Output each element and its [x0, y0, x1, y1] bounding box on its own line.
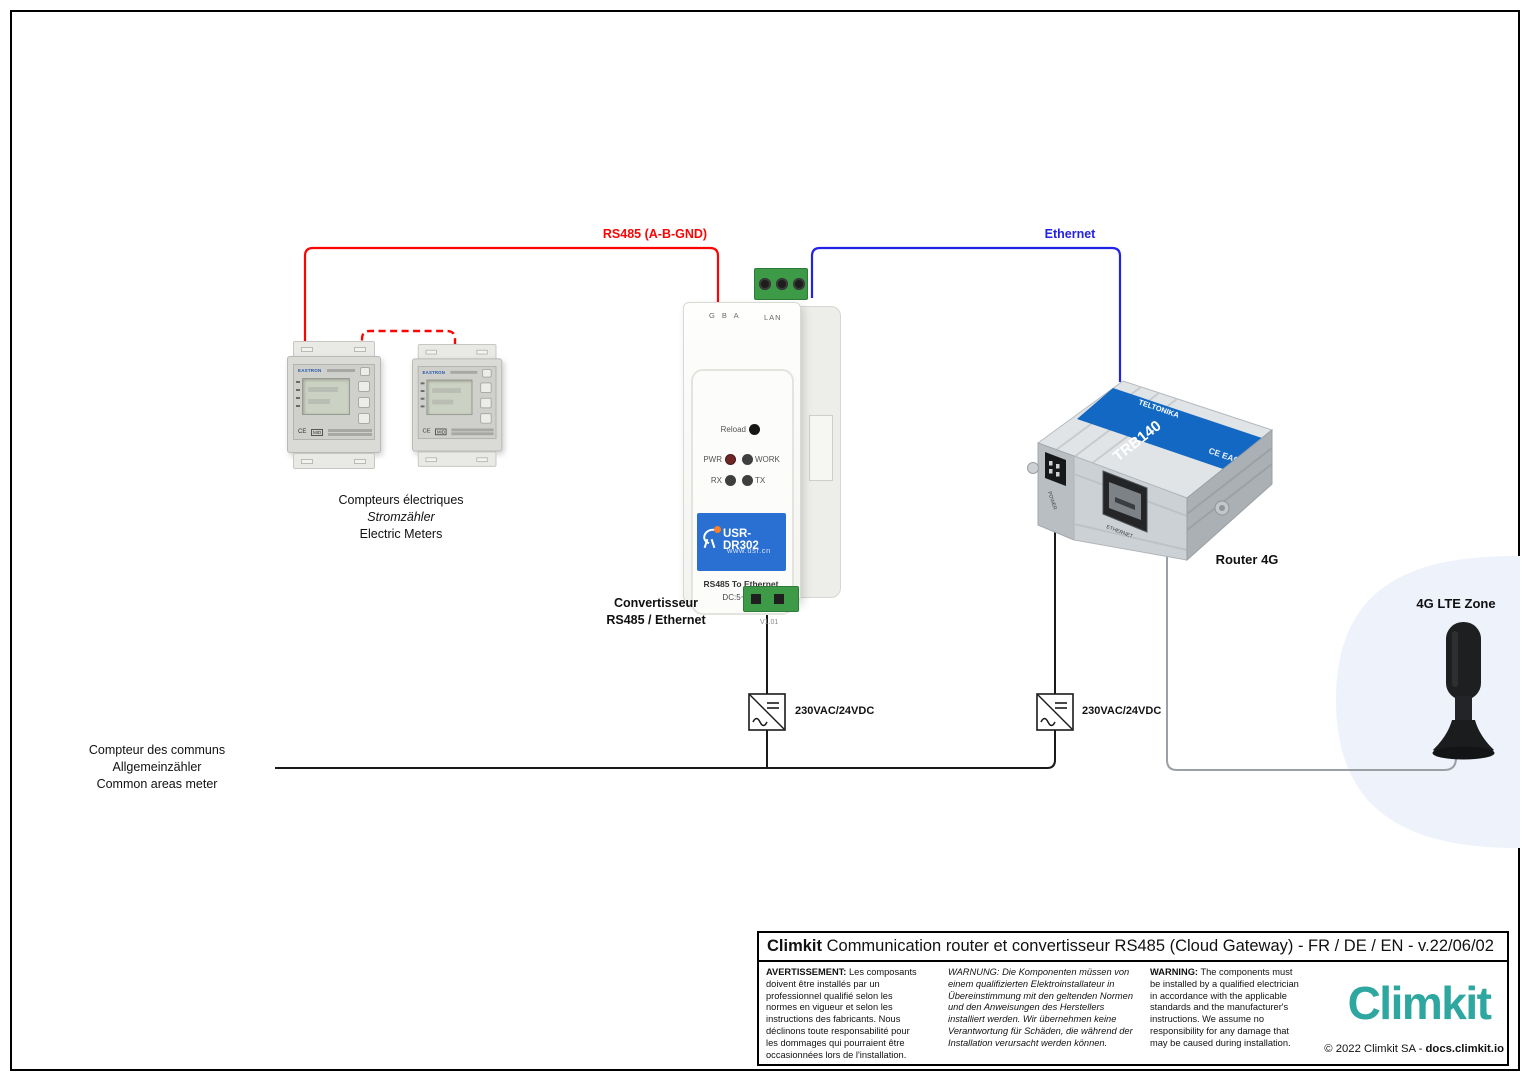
meter-din-clip-bottom [293, 453, 375, 469]
meter-lcd-display [426, 379, 473, 416]
title-bar: Climkit Communication router et converti… [757, 931, 1509, 962]
tx-led-label: TX [755, 476, 766, 485]
psu-symbol-converter [748, 693, 786, 731]
meter-mid-mark: MID [435, 428, 447, 436]
meter-body: EASTRON CE MID [412, 358, 503, 452]
meter-front-plate: EASTRON CE MID [293, 364, 375, 440]
router-power-common-line [275, 466, 1056, 769]
rs485-line [303, 246, 720, 345]
warning-en: WARNING: The components must be installe… [1150, 967, 1302, 1050]
router-caption: Router 4G [1215, 552, 1279, 567]
lte-zone-label: 4G LTE Zone [1416, 596, 1496, 611]
meter-body: EASTRON CE MID [287, 356, 381, 453]
meter-brand-label: EASTRON [298, 368, 322, 373]
converter-version-label: V1.01 [760, 619, 779, 626]
antenna-cable [1166, 552, 1457, 771]
router-right-face [1186, 428, 1273, 562]
copyright-prefix: © 2022 Climkit SA - [1324, 1043, 1426, 1055]
common-meter-note-fr: Compteur des communs [88, 743, 226, 757]
converter-front-panel [691, 369, 794, 615]
warning-de: WARNUNG: Die Komponenten müssen von eine… [948, 967, 1133, 1050]
copyright-site: docs.climkit.io [1425, 1043, 1504, 1055]
meters-caption-de: Stromzähler [367, 510, 435, 524]
psu-left-label: 230VAC/24VDC [795, 705, 875, 717]
warning-fr-body: Les composants doivent être installés pa… [766, 967, 917, 1060]
router-thumb-screw [1027, 462, 1039, 474]
meters-caption: Compteurs électriques Stromzähler Electr… [301, 492, 501, 543]
meter-button [360, 367, 370, 376]
warning-fr-lead: AVERTISSEMENT: [766, 967, 847, 977]
converter-caption: Convertisseur RS485 / Ethernet [556, 595, 756, 629]
converter-descr-label: RS485 To Ethernet [703, 579, 779, 589]
converter-bottom-terminal [743, 586, 799, 612]
warning-en-body: The components must be installed by a qu… [1150, 967, 1299, 1048]
warning-de-lead: WARNUNG: [948, 967, 1000, 977]
warning-de-body: Die Komponenten müssen von einem qualifi… [948, 967, 1133, 1048]
converter-body: G B A LAN Reload PWR WORK RX TX USR-DR30… [683, 302, 801, 626]
converter-lan-port-label: LAN [764, 313, 782, 322]
meter-button [358, 381, 370, 392]
ethernet-line-label: Ethernet [1044, 227, 1096, 241]
meter-button [482, 368, 492, 378]
ethernet-line [810, 246, 1122, 382]
meter-button [480, 413, 492, 424]
title-brand: Climkit [767, 937, 823, 955]
warning-box [757, 960, 1509, 1066]
psu-symbol-router [1036, 693, 1074, 731]
converter-caption-line1: Convertisseur [613, 596, 699, 610]
usr-logo-icon [700, 525, 723, 552]
converter-side-face [800, 306, 841, 598]
meter-ce-mark: CE [298, 429, 307, 435]
converter-site-label: www.usr.cn [727, 546, 771, 555]
rx-led-label: RX [710, 476, 722, 485]
tx-led [742, 475, 753, 486]
work-led-label: WORK [755, 455, 780, 464]
rx-led [725, 475, 736, 486]
psu-right-label: 230VAC/24VDC [1082, 705, 1162, 717]
antenna-4g [1432, 622, 1495, 760]
rs485-bus-link-line [360, 329, 457, 354]
meter-mid-mark: MID [311, 429, 324, 436]
meter-ce-mark: CE [422, 428, 431, 435]
usr-dr302-converter: G B A LAN Reload PWR WORK RX TX USR-DR30… [683, 266, 841, 626]
meter-button [358, 397, 370, 408]
warning-fr: AVERTISSEMENT: Les composants doivent êt… [766, 967, 921, 1061]
work-led [742, 454, 753, 465]
router-power-connector [1045, 452, 1066, 486]
common-meter-note-en: Common areas meter [96, 777, 218, 791]
meter-brand-label: EASTRON [422, 369, 446, 375]
reload-button [749, 424, 760, 435]
climkit-logo: Climkit [1347, 977, 1492, 1029]
router-brand-stripe [1077, 388, 1262, 470]
converter-brand-panel: USR-DR302 www.usr.cn [697, 513, 786, 571]
converter-voltage-label: DC:5~36V [722, 593, 760, 602]
converter-model-label: USR-DR302 [723, 528, 759, 552]
common-meter-note-de: Allgemeinzähler [112, 760, 202, 774]
meter-lcd-display [302, 378, 350, 415]
converter-side-sticker [809, 415, 833, 481]
meters-caption-fr: Compteurs électriques [338, 493, 464, 507]
meter-button [358, 413, 370, 424]
common-meter-note: Compteur des communs Allgemeinzähler Com… [57, 742, 257, 793]
converter-reload-label: Reload [720, 425, 746, 434]
pwr-led-label: PWR [703, 455, 722, 464]
meter-button [480, 397, 492, 409]
title-text: Communication router et convertisseur RS… [822, 937, 1494, 955]
meter-front-plate: EASTRON CE MID [417, 366, 497, 440]
electric-meter-1: EASTRON CE MID [287, 341, 381, 469]
copyright-line: © 2022 Climkit SA - docs.climkit.io [1296, 1043, 1504, 1055]
meter-din-clip-bottom [417, 451, 497, 467]
rs485-line-label: RS485 (A-B-GND) [602, 227, 708, 241]
pwr-led [725, 454, 736, 465]
converter-top-terminal [754, 268, 808, 300]
meter-button [480, 382, 492, 393]
converter-caption-line2: RS485 / Ethernet [606, 613, 706, 627]
router-power-port-label: POWER [1046, 491, 1058, 511]
converter-gba-port-label: G B A [709, 311, 739, 320]
meters-caption-en: Electric Meters [359, 527, 443, 541]
router-4g-device: TELTONIKA TRB140 CE EAC POWER ETHERNET [1027, 380, 1274, 562]
electric-meter-2: EASTRON CE MID [412, 344, 503, 467]
warning-en-lead: WARNING: [1150, 967, 1199, 977]
